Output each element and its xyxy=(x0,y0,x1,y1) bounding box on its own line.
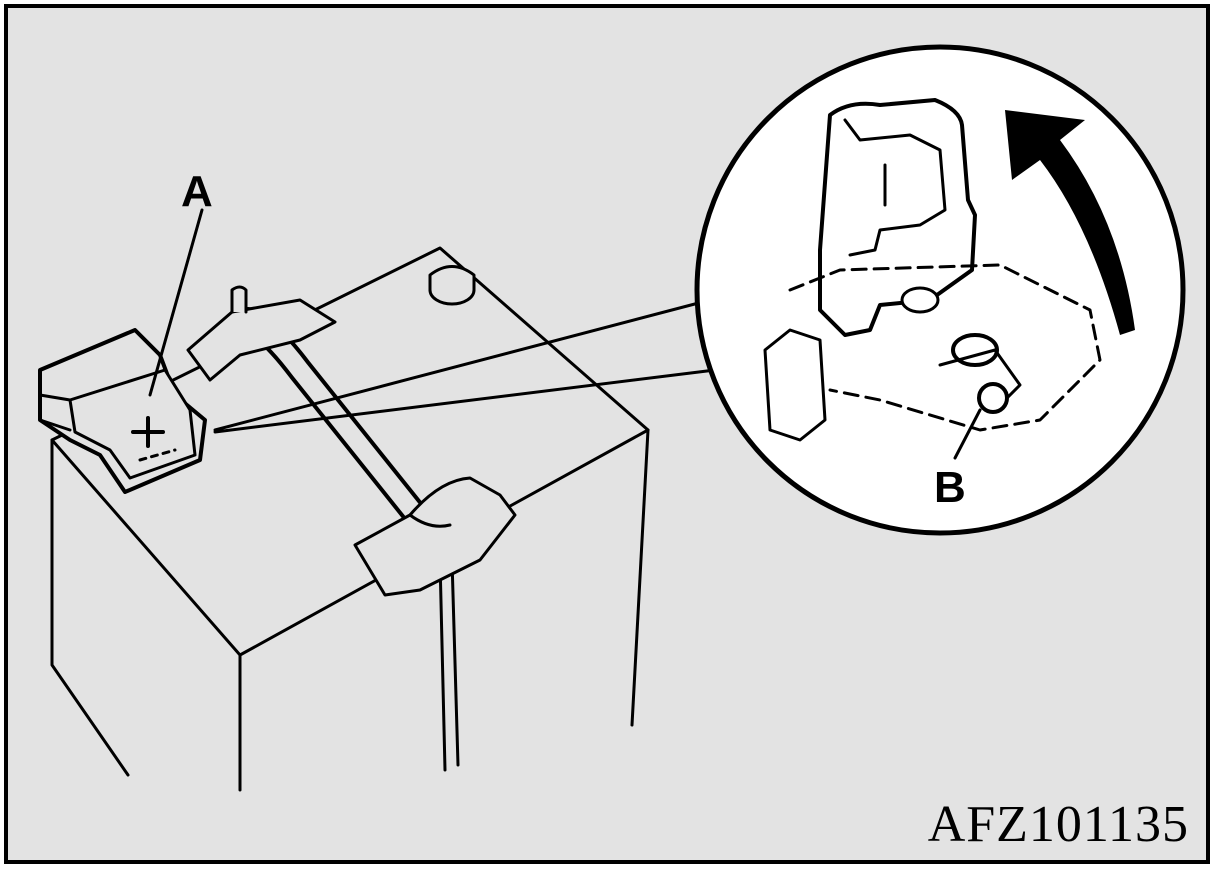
zoom-nut xyxy=(902,288,938,312)
callout-label-a: A xyxy=(181,170,213,214)
battery-right-edge xyxy=(632,430,648,725)
figure-code: AFZ101135 xyxy=(928,795,1189,854)
callout-line-a xyxy=(150,210,202,395)
callout-label-b: B xyxy=(934,466,966,510)
zoom-bolt-b xyxy=(979,384,1007,412)
